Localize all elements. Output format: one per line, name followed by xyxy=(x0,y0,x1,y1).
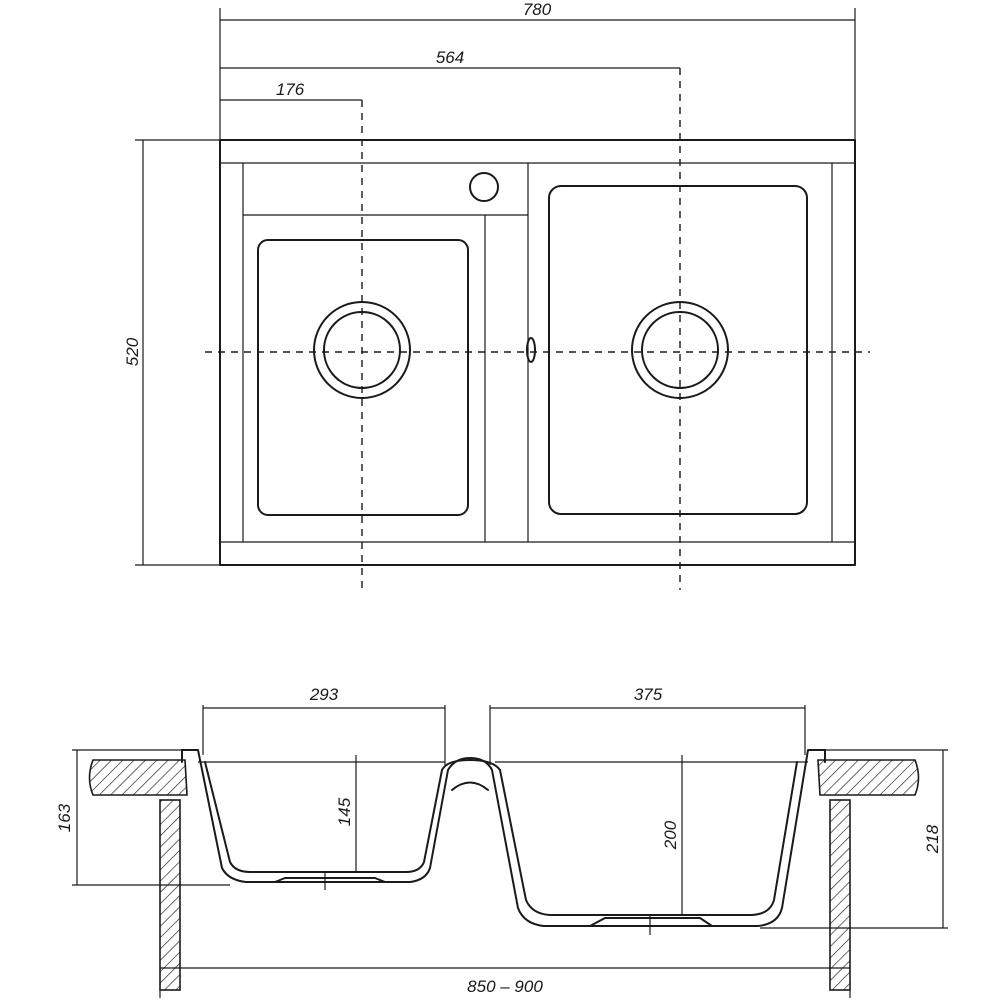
right-drain-offset-dimension: 564 xyxy=(436,48,464,67)
right-total-height-dimension: 218 xyxy=(923,824,942,854)
cabinet-wall-right xyxy=(829,799,851,991)
tap-hole xyxy=(469,172,499,202)
left-bowl xyxy=(257,239,469,516)
right-bowl-depth-dimension: 200 xyxy=(661,820,680,850)
cabinet-width-dimension: 850 – 900 xyxy=(467,977,543,996)
left-total-height-dimension: 163 xyxy=(55,803,74,832)
cabinet-wall-left xyxy=(159,799,181,991)
countertop-left xyxy=(88,759,188,796)
sink-section-outer xyxy=(181,749,826,927)
sink-section-inner xyxy=(204,761,443,873)
countertop-right xyxy=(817,759,920,796)
right-bowl xyxy=(548,185,808,515)
overall-width-dimension: 780 xyxy=(523,0,552,19)
section-view: 293 375 145 200 163 218 850 – 900 xyxy=(55,685,948,998)
depth-dimension: 520 xyxy=(123,337,142,366)
left-drain-offset-dimension: 176 xyxy=(276,80,305,99)
right-bowl-width-dimension: 375 xyxy=(634,685,663,704)
left-bowl-width-dimension: 293 xyxy=(309,685,339,704)
left-bowl-depth-dimension: 145 xyxy=(335,797,354,826)
right-drain-inner xyxy=(641,311,719,389)
overflow-slot xyxy=(526,337,536,363)
top-view: 780 564 176 520 xyxy=(123,0,870,590)
